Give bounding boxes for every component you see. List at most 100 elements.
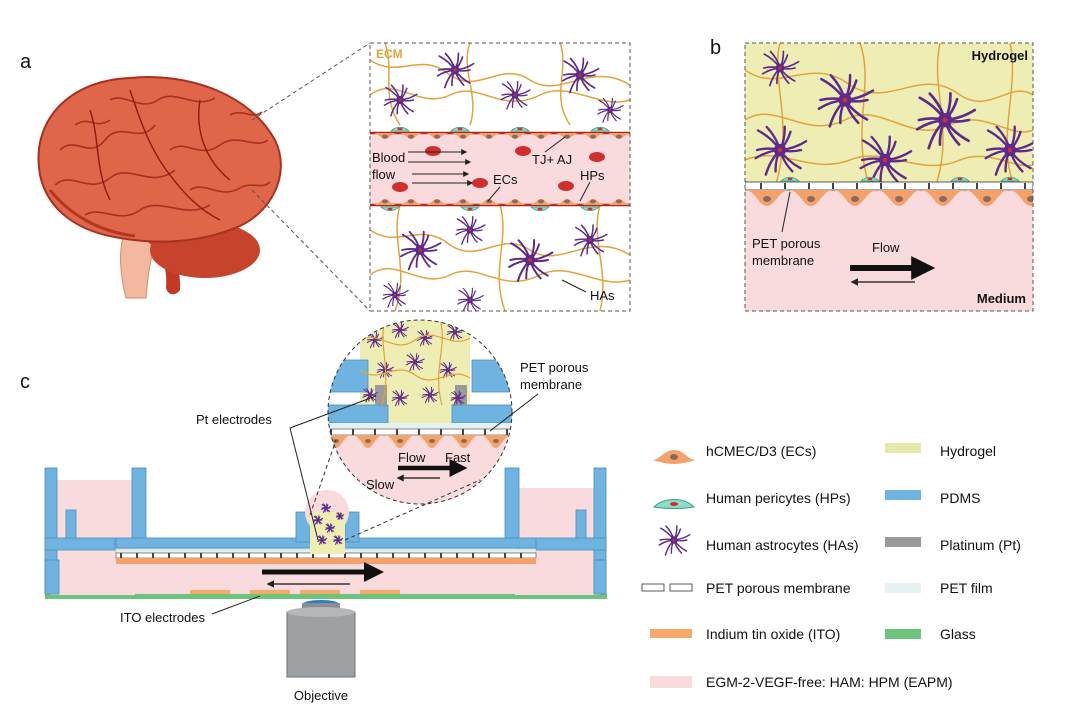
astrocyte-cell [391,322,409,339]
endothelial-cell [450,133,476,139]
membrane-interface-panel: Hydrogel Medium PET porous membrane Flow [744,42,1034,312]
pericyte-cell [390,126,410,132]
pdms-swatch [885,490,921,500]
legend-has: Human astrocytes (HAs) [706,537,858,553]
astrocyte-cell [391,390,409,407]
endothelial-cell [476,133,502,139]
ecm-label: ECM [376,47,403,61]
astrocyte-cell [317,535,328,545]
vessel-zoom-panel: ECM Blood flow TJ+ AJ ECs HPs HAs [369,42,631,312]
pet-membrane-label-1: PET porous [752,236,821,251]
membrane-icon [641,583,693,592]
pericyte-cell [950,176,970,182]
astrocyte-cell [336,512,345,520]
astrocyte-cell [362,387,378,403]
astrocyte-cell [382,282,409,308]
ito-electrodes-label: ITO electrodes [120,610,206,625]
red-blood-cells [392,146,605,192]
legend-pet-film: PET film [940,580,993,596]
legend-ito: Indium tin oxide (ITO) [706,626,840,642]
ito-swatch [650,629,692,638]
panel-letter-a: a [20,51,32,73]
objective-lens [286,600,356,678]
legend-pet-membrane: PET porous membrane [706,580,851,596]
astrocyte-cell [313,515,324,525]
endothelial-cell [398,199,424,205]
astrocyte-cell [508,239,554,283]
endothelial-cell [528,133,554,139]
hydrogel-swatch [885,443,921,453]
brain-illustration [37,76,282,299]
glass-swatch [885,629,921,639]
endothelial-cell [480,435,512,448]
pericyte-cell [1000,176,1020,182]
endothelial-cell [606,133,630,139]
endothelial-cell [424,133,450,139]
legend-eapm: EGM-2-VEGF-free: HAM: HPM (EAPM) [706,674,953,690]
medium-label: Medium [977,291,1026,306]
panel-letter-b: b [710,37,721,59]
endothelial-cell [789,190,833,206]
astrocyte-cell [383,84,418,117]
endothelial-cell [476,199,502,205]
endothelial-cell [448,435,480,448]
hydrogel-label: Hydrogel [972,48,1028,63]
astrocyte-cell [754,125,808,176]
panel-letter-c: c [20,371,30,393]
endothelial-cell [554,133,580,139]
has-label: HAs [590,288,615,303]
pericyte-cell [590,126,610,132]
eapm-swatch [650,676,692,688]
hps-label: HPs [580,168,605,183]
pericyte-cell [860,176,880,182]
astrocyte-cell [500,81,531,110]
platinum-swatch [885,537,921,547]
endothelial-cell [877,190,921,206]
astrocyte-cell [561,57,600,94]
astrocyte-cell [333,535,344,545]
pericyte-cell [580,206,600,212]
astrocyte-cell [421,387,439,404]
endothelial-cell [450,199,476,205]
endothelial-cell [580,199,606,205]
endothelial-cell [528,199,554,205]
astrocyte-cell [457,287,484,311]
endothelial-cell [921,190,965,206]
blood-label: Blood [372,150,405,165]
astrocyte-cell [399,230,442,271]
endothelial-cell [745,190,789,206]
zoom-flow-label: Flow [398,450,426,465]
endothelial-cell [512,435,544,448]
endothelial-cell [502,133,528,139]
astrocyte-cell [366,332,384,349]
endothelial-cell [580,133,606,139]
legend-glass: Glass [940,626,976,642]
ecs-label: ECs [493,172,518,187]
astrocyte-icon-shape [658,525,691,556]
astrocyte-cell [915,91,977,150]
pericyte-cell [530,206,550,212]
zoom-line-top [251,42,371,121]
legend-ecs: hCMEC/D3 (ECs) [706,443,816,459]
endothelial-cell [372,133,398,139]
astrocyte-cell [439,362,457,379]
pericyte-cell [380,206,400,212]
pericyte-cell [780,176,800,182]
pericyte-cell [460,206,480,212]
endothelial-cell-icon [652,450,696,464]
astrocyte-cell [597,97,624,123]
pet-membrane-c-label-1: PET porous [520,360,589,375]
glass-slide [45,594,607,599]
endothelial-cell [398,133,424,139]
endothelial-cell [424,199,450,205]
astrocyte-cell [405,353,425,372]
astrocyte-cell [455,216,486,245]
endothelial-cell [352,435,384,448]
legend-pdms: PDMS [940,490,980,506]
pet-membrane-c-label-2: membrane [520,377,582,392]
endothelial-cell [384,435,416,448]
slow-label: Slow [366,477,395,492]
astrocyte-cell [859,135,913,186]
astrocyte-icon [658,525,691,556]
